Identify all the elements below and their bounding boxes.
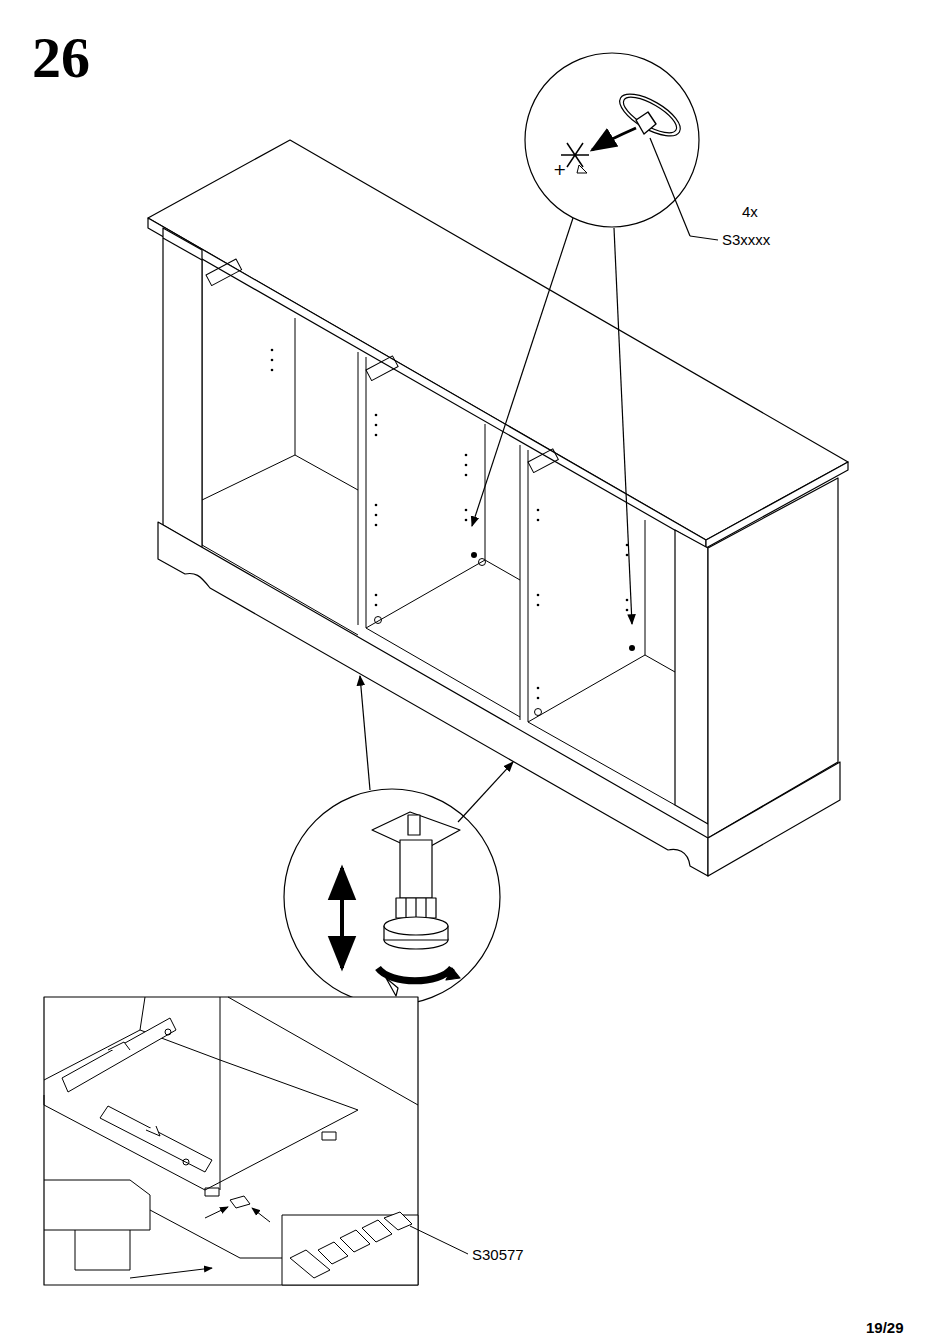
cabinet-interior [202, 259, 675, 805]
part-number: S3xxxx [722, 232, 770, 249]
inset-panel [44, 997, 418, 1285]
top-board [148, 140, 848, 540]
left-post [163, 228, 202, 548]
adjustable-foot [372, 812, 460, 996]
svg-text:+: + [553, 160, 566, 179]
quantity-label: 4x [742, 204, 758, 221]
plinth [158, 522, 708, 876]
detail-circle [525, 53, 699, 227]
part-number: S30577 [472, 1247, 524, 1264]
page-number: 19/29 [866, 1320, 904, 1337]
step-number: 26 [32, 26, 90, 90]
detail-circle [284, 789, 500, 1005]
right-post [675, 530, 708, 824]
